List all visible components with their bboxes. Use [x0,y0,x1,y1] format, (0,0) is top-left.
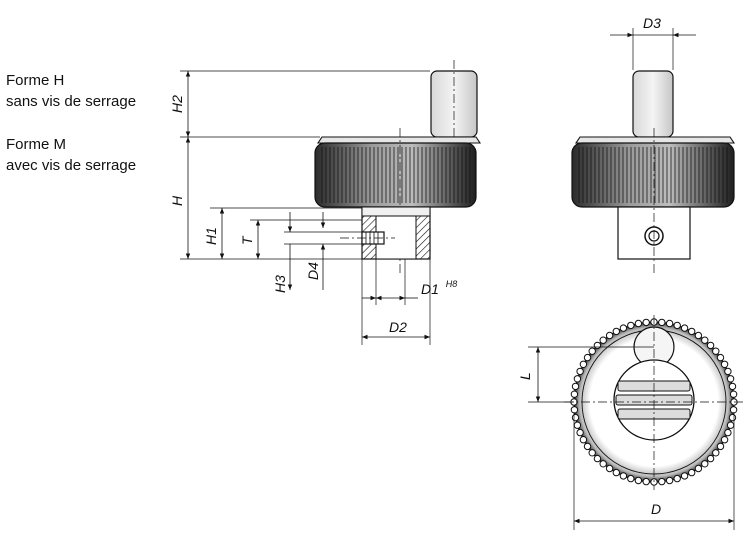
legend-forme-m-title: Forme M [6,136,66,153]
dim-d1-text: D1 [421,281,439,297]
dim-d2-label: D2 [389,319,407,335]
dim-h3-label: H3 [272,275,288,293]
front-collar [574,136,736,144]
dim-d3-label: D3 [643,15,661,31]
front-handle [632,70,674,138]
top-view: L D [517,315,744,530]
legend-forme-h: Forme H sans vis de serrage [6,70,136,112]
side-knurled-knob [314,142,477,208]
dim-d4-label: D4 [305,262,321,280]
legend-forme-h-desc: sans vis de serrage [6,93,137,110]
front-knurled-knob [571,142,735,208]
legend-forme-m-desc: avec vis de serrage [6,157,137,174]
side-collar [316,136,482,144]
dim-h2-label: H2 [169,95,185,113]
dim-h1-label: H1 [203,227,219,245]
dim-t-label: T [239,235,255,245]
dim-l-label: L [517,372,533,380]
legend-forme-h-title: Forme H [6,72,65,89]
dim-d-label: D [651,501,661,517]
side-view: H2 H H1 T H3 D4 D1 H8 D2 [169,60,482,345]
legend-forme-m: Forme M avec vis de serrage [6,134,136,176]
dim-d1-label: D1 H8 [421,279,457,297]
dim-h-label: H [169,195,185,206]
dim-d1-tolerance: H8 [446,279,458,289]
front-view: D3 [571,15,736,275]
